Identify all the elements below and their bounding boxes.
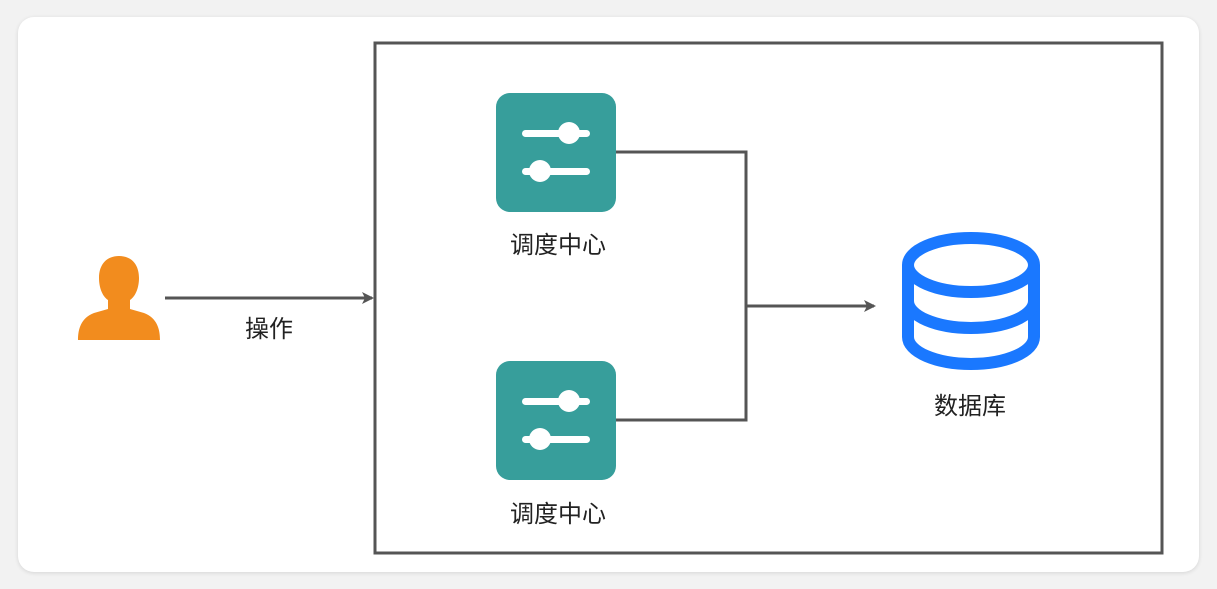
user-action-label: 操作 — [245, 315, 293, 343]
sliders-icon — [496, 93, 616, 212]
scheduler-top-label: 调度中心 — [510, 231, 606, 259]
sliders-icon — [496, 361, 616, 480]
scheduler-bottom-connector — [616, 306, 748, 422]
system-boundary — [373, 41, 1164, 555]
user-icon — [78, 256, 160, 340]
scheduler-bottom-label: 调度中心 — [510, 500, 606, 528]
database-label: 数据库 — [934, 392, 1006, 420]
database-icon — [902, 232, 1040, 370]
scheduler-top-connector — [616, 150, 748, 306]
